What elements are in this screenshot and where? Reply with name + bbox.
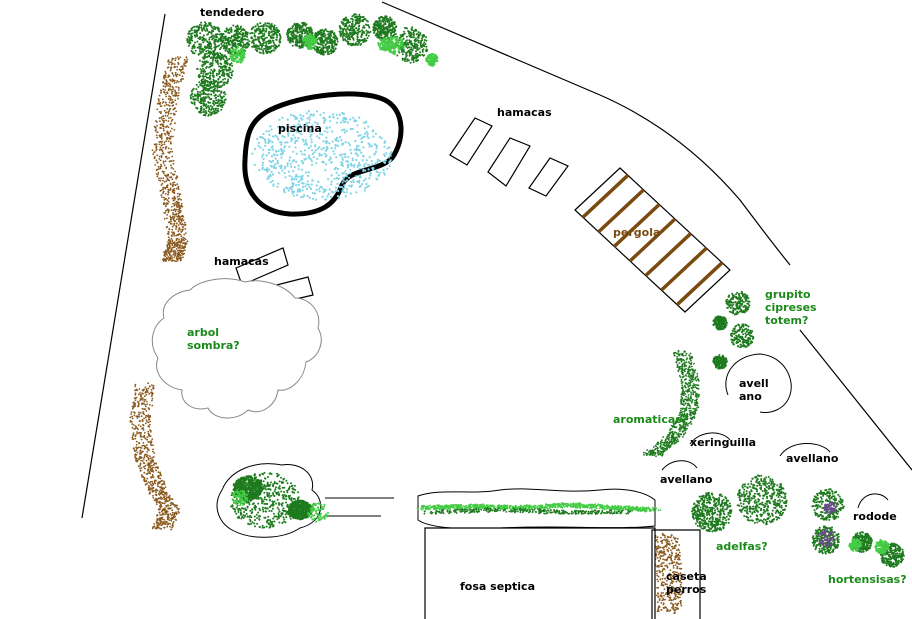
- label-caseta-perros: caseta perros: [666, 570, 707, 596]
- label-tendedero: tendedero: [200, 6, 265, 19]
- avellano-arc: [779, 442, 831, 457]
- shade-tree-outline: [151, 278, 322, 419]
- label-hamacas-left: hamacas: [214, 255, 269, 268]
- label-avellano-big: avell ano: [739, 377, 769, 403]
- vegetation-texture: [186, 13, 905, 568]
- label-grupito-cipreses: grupito cipreses totem?: [765, 288, 817, 327]
- rododendro-arc: [857, 493, 889, 509]
- label-pergola: pergola: [613, 226, 661, 239]
- pergola: [574, 167, 731, 313]
- label-aromaticas: aromaticas?: [613, 413, 689, 426]
- hammocks-top: [449, 117, 569, 197]
- label-arbol-sombra: arbol sombra?: [187, 326, 240, 352]
- dog-house-outline: [651, 529, 701, 619]
- boundary-right-line: [799, 329, 912, 471]
- hazel-big-outline: [725, 353, 792, 413]
- label-avellano-2: avellano: [786, 452, 839, 465]
- label-adelfas: adelfas?: [716, 540, 768, 553]
- label-fosa-septica: fosa septica: [460, 580, 535, 593]
- pool-water-texture: [251, 110, 393, 201]
- label-xeringuilla: xeringuilla: [690, 436, 757, 449]
- septic-tank-outline: [424, 527, 656, 619]
- label-hortensias: hortensisas?: [828, 573, 907, 586]
- label-rododendro: rodode: [853, 510, 897, 523]
- avellano-arc: [661, 460, 698, 471]
- label-avellano-1: avellano: [660, 473, 713, 486]
- boundary-top-line: [381, 1, 601, 96]
- boundary-left-line: [81, 13, 166, 519]
- label-hamacas-top: hamacas: [497, 106, 552, 119]
- boundary-top-curve: [599, 94, 791, 266]
- brown-hedges: [129, 56, 684, 615]
- label-piscina: piscina: [278, 122, 322, 135]
- xeringuilla-arc: [689, 432, 731, 445]
